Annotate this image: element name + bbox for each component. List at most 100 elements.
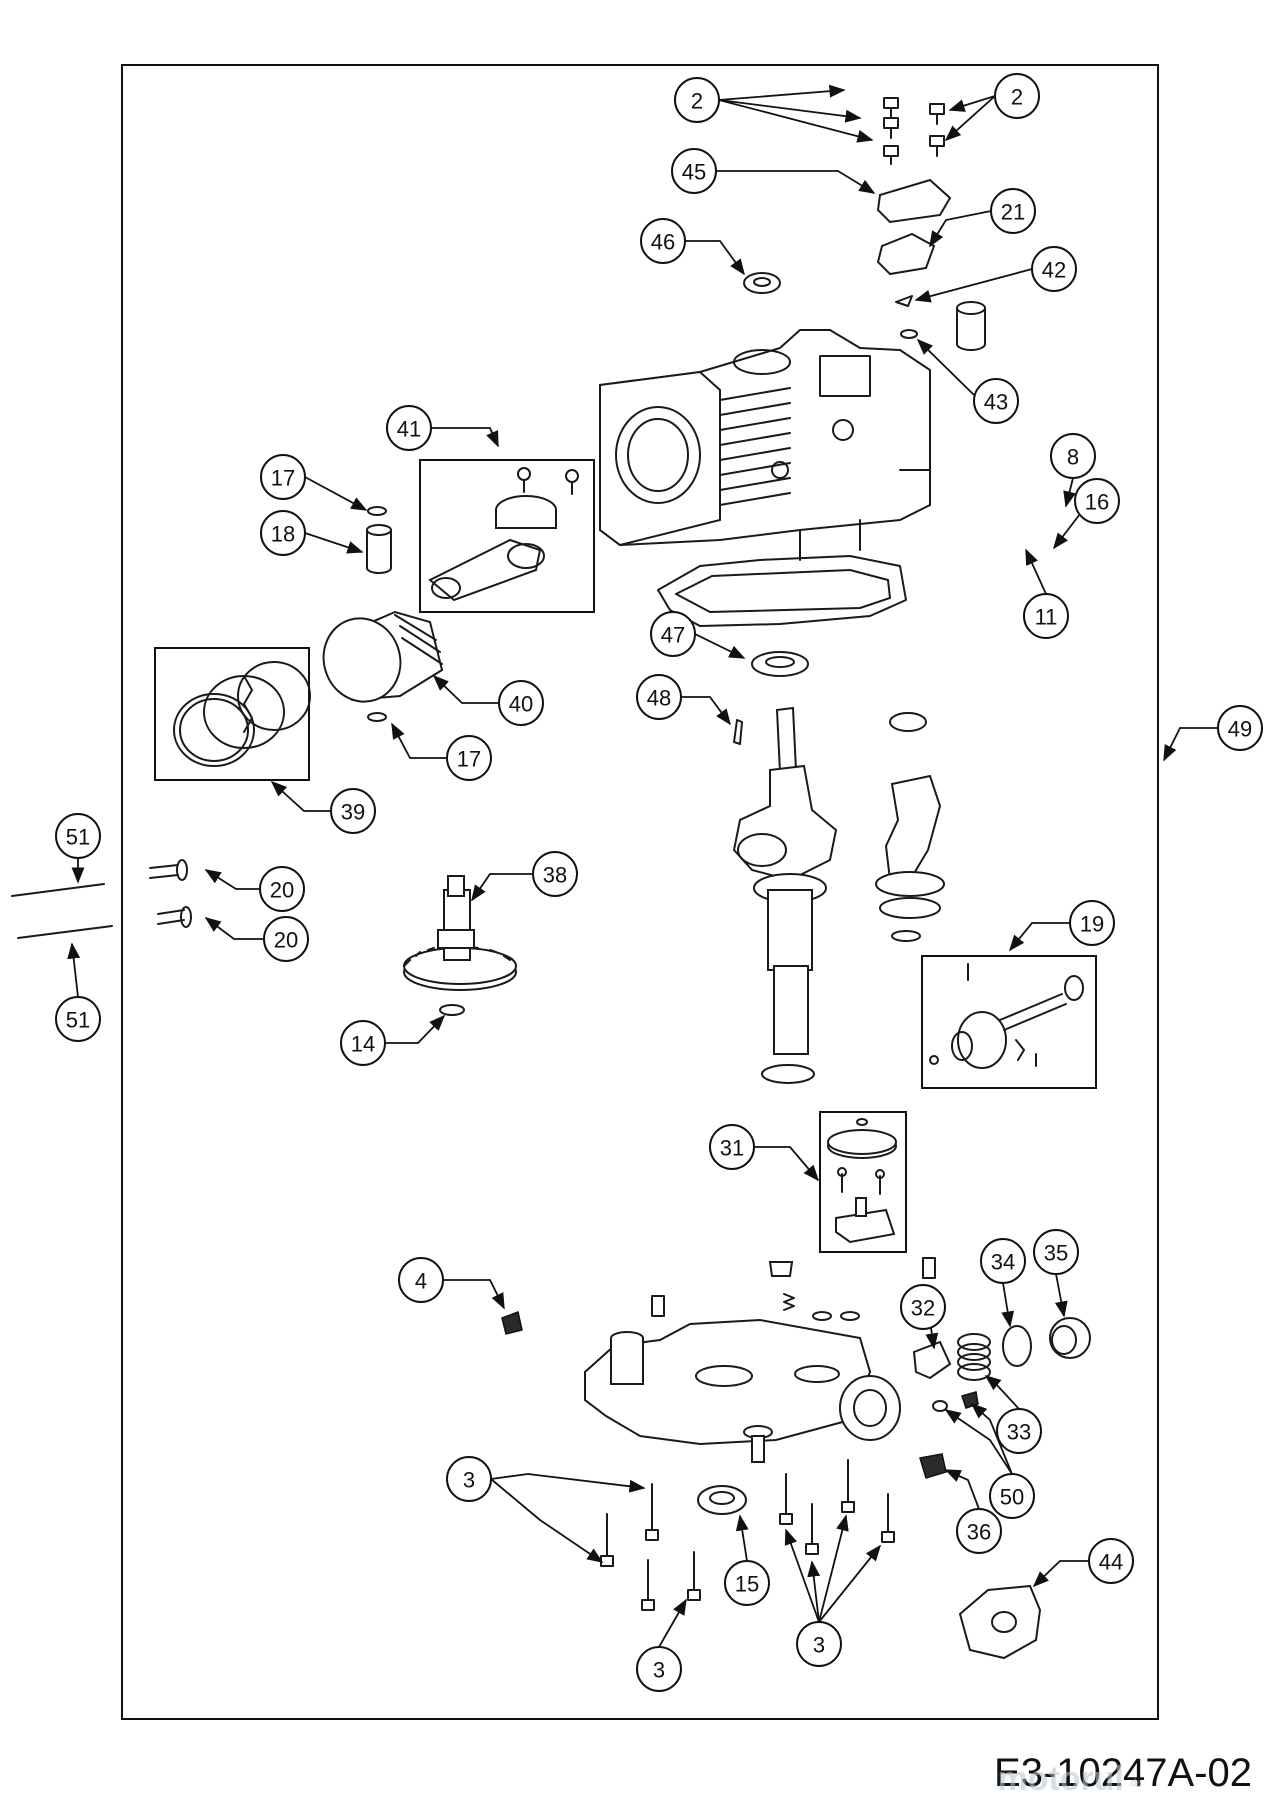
callout-51: 51	[55, 996, 101, 1042]
drain-plug-36-icon	[919, 1453, 947, 1479]
callout-15: 15	[724, 1560, 770, 1606]
breather-gasket-icon	[876, 232, 936, 276]
callout-47: 47	[650, 611, 696, 657]
callout-39: 39	[330, 788, 376, 834]
circlip-bottom-icon	[367, 712, 387, 722]
crankcase-gasket-icon	[657, 555, 907, 627]
callout-label: 38	[543, 863, 567, 888]
callout-2: 2	[994, 73, 1040, 119]
callout-label: 11	[1035, 605, 1058, 630]
callout-circle	[796, 1621, 842, 1667]
connecting-rod-kit-box	[419, 459, 595, 613]
callout-label: 20	[270, 878, 294, 903]
callout-51: 51	[55, 813, 101, 859]
callout-circle	[1050, 433, 1096, 479]
oil-seal-47-icon	[751, 651, 809, 677]
callout-label: 34	[991, 1250, 1015, 1275]
callout-circle	[532, 851, 578, 897]
governor-icon	[929, 963, 1084, 1069]
callout-21: 21	[990, 188, 1036, 234]
dowel-pin-2-icon	[922, 1257, 936, 1279]
callout-label: 46	[651, 230, 675, 255]
callout-circle	[1069, 900, 1115, 946]
watermark-suffix: .de	[1128, 1778, 1142, 1789]
callout-label: 39	[341, 800, 365, 825]
callout-14: 14	[340, 1020, 386, 1066]
callout-circle	[398, 1257, 444, 1303]
callout-label: 16	[1085, 490, 1109, 515]
callout-label: 35	[1044, 1241, 1068, 1266]
callout-32: 32	[900, 1284, 946, 1330]
callout-label: 17	[457, 747, 481, 772]
filter-spring-icon	[957, 1333, 991, 1381]
valve-lifter-icon	[149, 859, 192, 928]
spring-icon	[783, 1293, 795, 1311]
sleeve-icon	[956, 301, 986, 351]
callout-label: 48	[647, 686, 671, 711]
washer-43-icon	[900, 329, 918, 339]
callout-label: 50	[1000, 1485, 1024, 1510]
callout-circle	[340, 1020, 386, 1066]
reed-clip-icon	[895, 295, 913, 307]
callout-label: 51	[66, 825, 90, 850]
callout-circle	[636, 674, 682, 720]
callout-11: 11	[1023, 593, 1069, 639]
callout-label: 2	[1011, 85, 1023, 110]
callout-label: 33	[1007, 1420, 1031, 1445]
piston-pin-icon	[366, 524, 392, 574]
callout-label: 45	[682, 160, 706, 185]
callout-circle	[724, 1560, 770, 1606]
callout-44: 44	[1088, 1538, 1134, 1584]
callout-41: 41	[386, 405, 432, 451]
crankcase-cover-icon	[584, 1318, 901, 1463]
piston-ring-kit-box	[154, 647, 310, 781]
callout-circle	[263, 916, 309, 962]
callout-label: 44	[1099, 1550, 1123, 1575]
callout-circle	[650, 611, 696, 657]
callout-38: 38	[532, 851, 578, 897]
callout-label: 2	[691, 89, 703, 114]
callout-46: 46	[640, 218, 686, 264]
callout-3: 3	[796, 1621, 842, 1667]
callout-circle	[996, 1408, 1042, 1454]
o-ring-34-icon	[1002, 1325, 1032, 1367]
callout-8: 8	[1050, 433, 1096, 479]
callout-circle	[640, 218, 686, 264]
callout-16: 16	[1074, 478, 1120, 524]
drain-plug-4-icon	[501, 1310, 523, 1335]
bolts-3-icon	[600, 1459, 895, 1611]
callout-3: 3	[446, 1456, 492, 1502]
callout-circle	[994, 73, 1040, 119]
washer-14-icon	[439, 1004, 465, 1016]
callout-circle	[973, 378, 1019, 424]
woodruff-key-icon	[733, 719, 743, 745]
callout-circle	[260, 510, 306, 556]
callout-label: 3	[813, 1633, 825, 1658]
callout-circle	[1031, 246, 1077, 292]
piston-icon	[322, 610, 444, 703]
callout-circle	[1033, 1229, 1079, 1275]
callout-17: 17	[260, 454, 306, 500]
oil-seal-top-icon	[743, 272, 781, 294]
connecting-rod-icon	[428, 467, 579, 602]
plug-top-icon	[768, 1261, 794, 1277]
callout-label: 43	[984, 390, 1008, 415]
oil-seal-15-icon	[697, 1485, 747, 1515]
callout-label: 41	[397, 417, 421, 442]
callout-label: 20	[274, 928, 298, 953]
callout-circle	[55, 996, 101, 1042]
oil-pump-kit-box	[819, 1111, 907, 1253]
callout-circle	[386, 405, 432, 451]
oil-pump-icon	[827, 1118, 897, 1244]
callout-label: 51	[66, 1008, 90, 1033]
dowel-pin-icon	[651, 1295, 665, 1317]
callout-48: 48	[636, 674, 682, 720]
callout-42: 42	[1031, 246, 1077, 292]
governor-kit-box	[921, 955, 1097, 1089]
callout-circle	[498, 680, 544, 726]
callout-35: 35	[1033, 1229, 1079, 1275]
callout-20: 20	[263, 916, 309, 962]
breather-cover-icon	[876, 178, 952, 224]
callout-19: 19	[1069, 900, 1115, 946]
